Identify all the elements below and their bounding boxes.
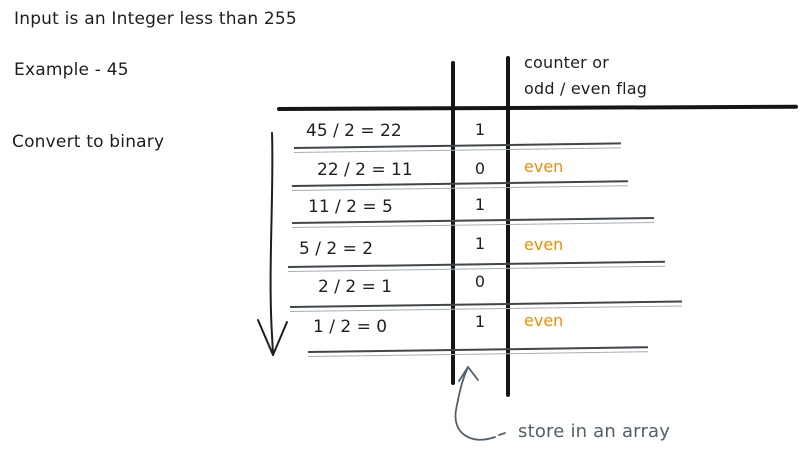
- table-row-equation: 1 / 2 = 0: [313, 317, 388, 337]
- table-row-flag: even: [524, 157, 564, 176]
- row-separator: [291, 216, 655, 228]
- table-row-equation: 45 / 2 = 22: [306, 121, 402, 141]
- table-row-equation: 22 / 2 = 11: [317, 160, 413, 180]
- table-row-equation: 11 / 2 = 5: [308, 197, 393, 217]
- table-row-bit: 1: [474, 195, 486, 214]
- note-input-constraint: Input is an Integer less than 255: [14, 9, 297, 29]
- row-separator: [307, 346, 649, 357]
- table-header-line2: odd / even flag: [524, 79, 648, 98]
- table-row-bit: 1: [474, 120, 486, 139]
- table-row-bit: 1: [474, 234, 486, 253]
- note-example-value: Example - 45: [14, 60, 129, 80]
- table-row-flag: even: [524, 235, 564, 254]
- table-row-bit: 0: [474, 159, 486, 178]
- note-convert-to-binary: Convert to binary: [12, 132, 165, 152]
- row-separator: [289, 300, 683, 312]
- row-separator: [291, 180, 629, 191]
- table-column-rule-2: [506, 56, 510, 397]
- table-header-line1: counter or: [524, 53, 610, 72]
- row-separator: [287, 260, 666, 272]
- down-arrow-icon: [257, 132, 288, 356]
- table-column-rule-1: [451, 61, 455, 385]
- table-top-rule: [276, 104, 799, 111]
- store-pointer-arrow-icon: [454, 366, 506, 441]
- row-separator: [293, 142, 622, 153]
- table-row-bit: 0: [474, 272, 486, 291]
- table-row-equation: 2 / 2 = 1: [318, 277, 393, 297]
- table-row-equation: 5 / 2 = 2: [299, 239, 374, 259]
- note-store-in-array: store in an array: [518, 421, 671, 442]
- table-row-flag: even: [524, 311, 564, 330]
- table-row-bit: 1: [474, 312, 486, 331]
